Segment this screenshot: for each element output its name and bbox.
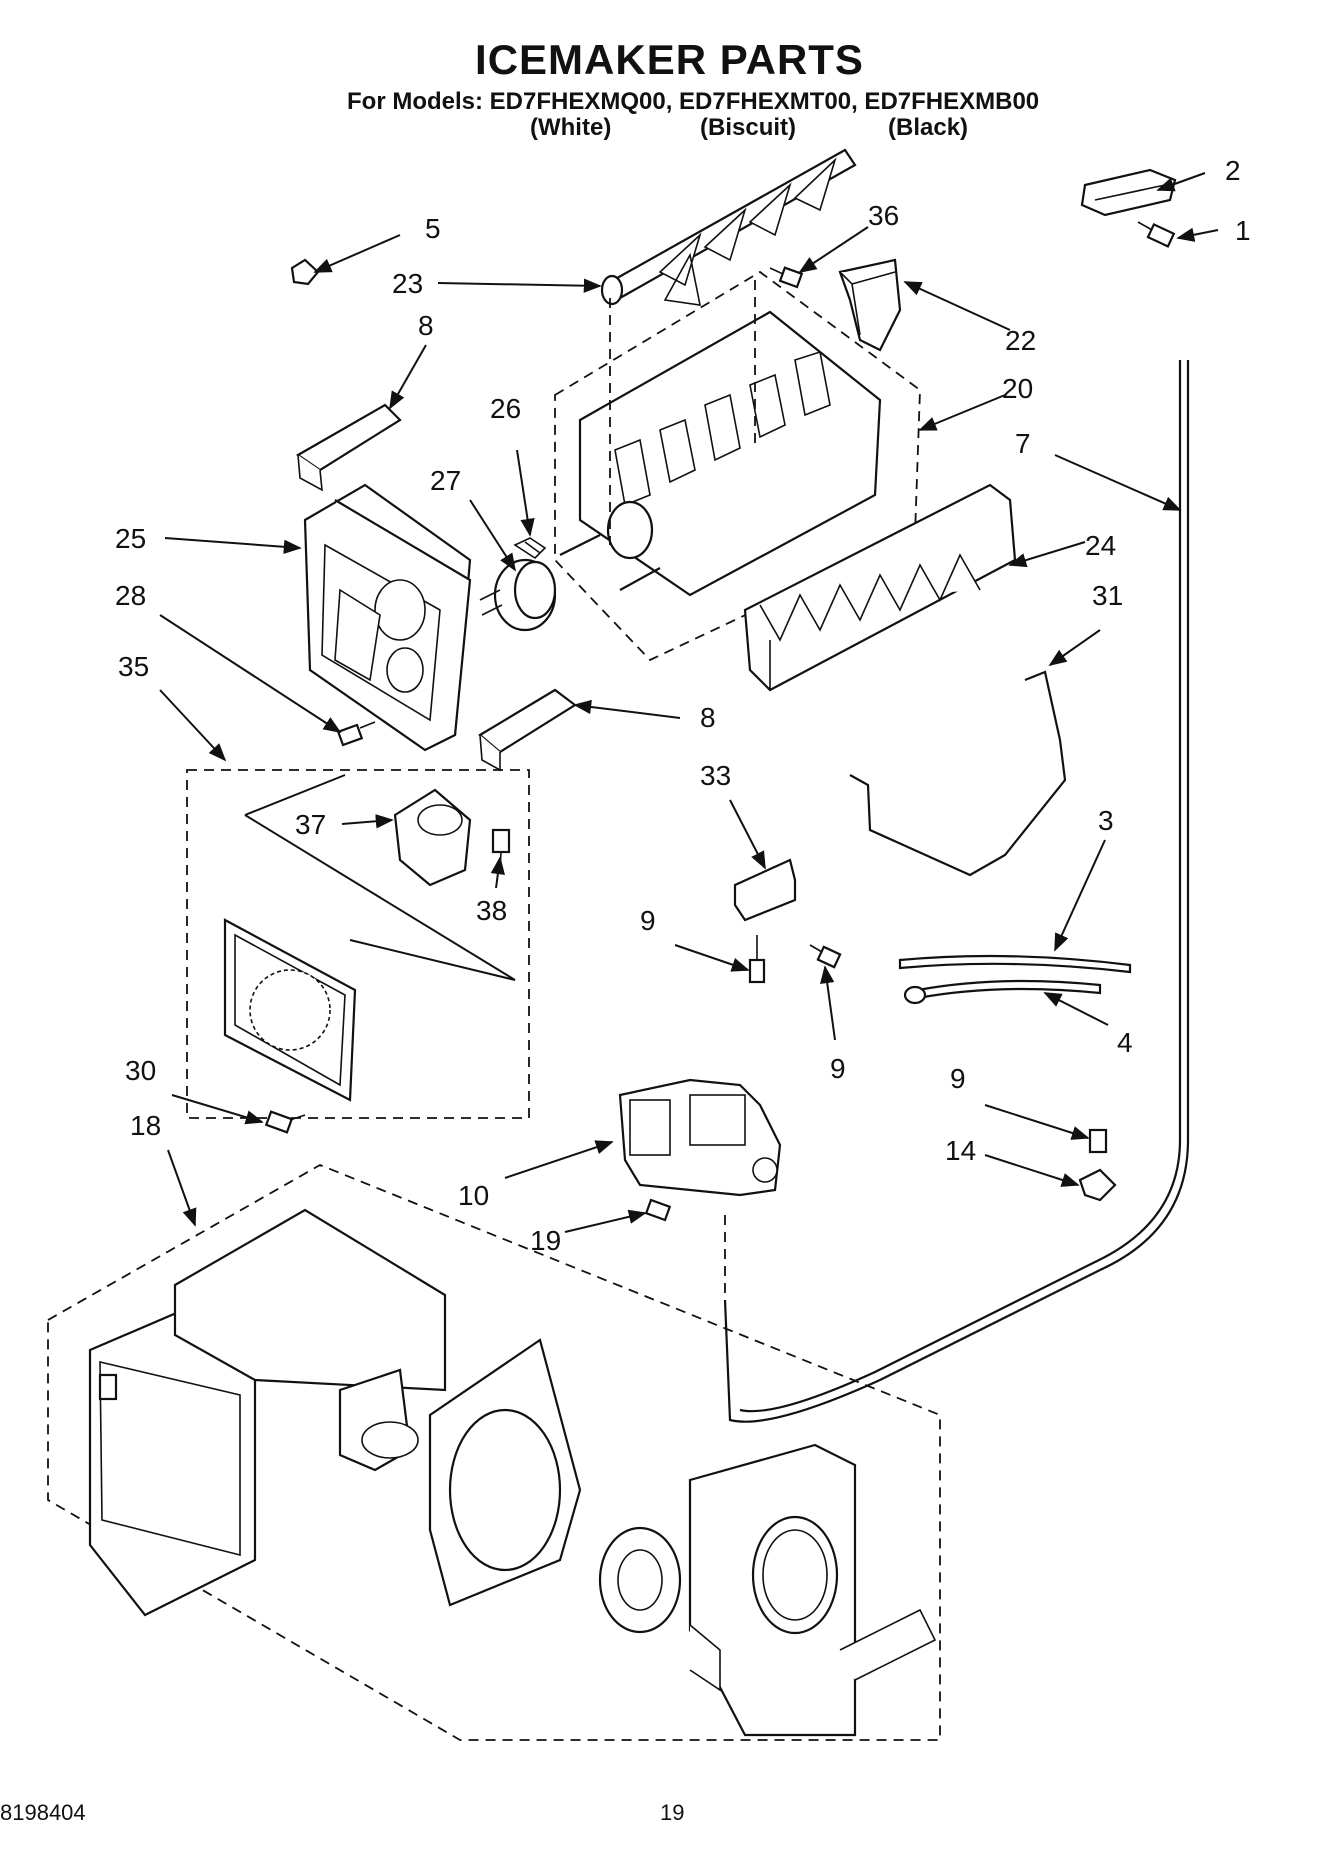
part-8-upper-clip — [295, 403, 402, 492]
callout-3: 3 — [1098, 805, 1114, 836]
part-37-motor — [393, 788, 472, 887]
page-header: ICEMAKER PARTS — [0, 36, 1339, 84]
callout-26: 26 — [490, 393, 521, 424]
callout-27: 27 — [430, 465, 461, 496]
part-2-clip — [1080, 168, 1177, 217]
callout-20: 20 — [1002, 373, 1033, 404]
part-22-fill-cup — [838, 258, 902, 352]
page-title: ICEMAKER PARTS — [475, 36, 864, 83]
variant-black: (Black) — [888, 114, 969, 141]
part-4-tube — [903, 979, 1102, 1005]
variant-white: (White) — [530, 114, 612, 141]
part-27-thermostat — [479, 558, 557, 632]
part-1-screw — [1137, 221, 1176, 248]
part-23-ejector-blade-assembly — [600, 148, 857, 306]
part-35-module-assembly — [186, 769, 530, 1119]
callout-labels: 2 1 36 5 23 22 8 20 26 7 27 25 24 28 31 … — [115, 155, 1251, 1256]
callout-35: 35 — [118, 651, 149, 682]
callout-28: 28 — [115, 580, 146, 611]
part-31-shutoff-arm — [849, 670, 1067, 877]
part-3-tube — [898, 954, 1132, 974]
callout-30: 30 — [125, 1055, 156, 1086]
callout-9-right: 9 — [950, 1063, 966, 1094]
callout-37: 37 — [295, 809, 326, 840]
callout-36: 36 — [868, 200, 899, 231]
callout-38: 38 — [476, 895, 507, 926]
callout-22: 22 — [1005, 325, 1036, 356]
leader-lines — [159, 172, 1219, 1233]
models-line: For Models: ED7FHEXMQ00, ED7FHEXMT00, ED… — [347, 88, 1040, 115]
callout-14: 14 — [945, 1135, 976, 1166]
callout-4: 4 — [1117, 1027, 1133, 1058]
part-36-screw — [769, 266, 804, 289]
part-9-screws-center — [748, 935, 842, 984]
callout-8-lower: 8 — [700, 702, 716, 733]
variant-biscuit: (Biscuit) — [700, 114, 796, 141]
callout-5: 5 — [425, 213, 441, 244]
callout-31: 31 — [1092, 580, 1123, 611]
callout-19: 19 — [530, 1225, 561, 1256]
doc-number: 8198404 — [0, 1800, 86, 1825]
part-5-clip — [290, 258, 320, 286]
part-8-lower-clip — [478, 688, 577, 772]
callout-9-mid: 9 — [830, 1053, 846, 1084]
part-38-screw — [491, 828, 511, 871]
callout-25: 25 — [115, 523, 146, 554]
callout-18: 18 — [130, 1110, 161, 1141]
callout-24: 24 — [1085, 530, 1116, 561]
part-26-clip — [513, 537, 547, 560]
callout-33: 33 — [700, 760, 731, 791]
callout-2: 2 — [1225, 155, 1241, 186]
part-20-mold — [554, 270, 921, 662]
part-10-water-valve — [618, 1078, 782, 1197]
part-7-fill-tube — [723, 360, 1190, 1423]
part-25-control-housing — [303, 483, 472, 752]
callout-9-left: 9 — [640, 905, 656, 936]
part-14-clamp — [1078, 1168, 1117, 1202]
part-9-screw-right — [1088, 1128, 1108, 1154]
part-28-screw — [336, 721, 376, 747]
part-18-housing-assembly — [47, 1164, 941, 1741]
callout-7: 7 — [1015, 428, 1031, 459]
page-number: 19 — [660, 1800, 685, 1825]
callout-10: 10 — [458, 1180, 489, 1211]
callout-8-upper: 8 — [418, 310, 434, 341]
callout-23: 23 — [392, 268, 423, 299]
part-19-screw — [644, 1198, 672, 1222]
part-33-bracket — [733, 858, 797, 922]
callout-1: 1 — [1235, 215, 1251, 246]
part-30-screw — [264, 1110, 306, 1134]
